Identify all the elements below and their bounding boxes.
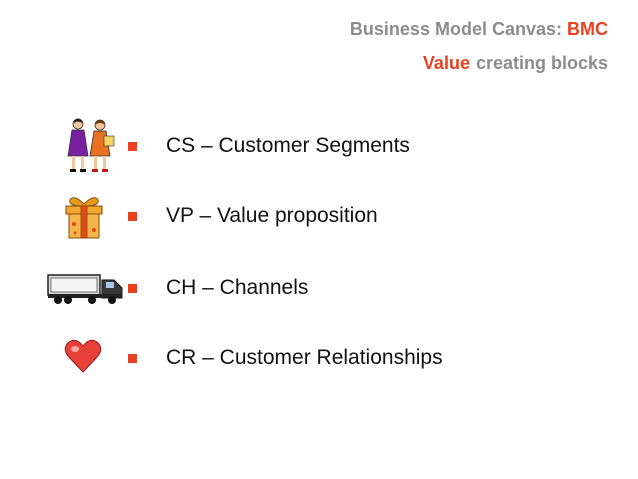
heart-icon — [64, 339, 102, 373]
slide-title: Business Model Canvas: BMC — [350, 18, 608, 40]
truck-icon — [47, 274, 123, 304]
block-label-cs: CS – Customer Segments — [166, 134, 410, 157]
gift-box-icon — [65, 197, 103, 239]
block-label-vp: VP – Value proposition — [166, 204, 378, 227]
block-row-ch: CH – Channels — [0, 258, 638, 318]
subtitle-accent: Value — [422, 53, 470, 73]
block-row-cs: CS – Customer Segments — [0, 116, 638, 176]
bullet-marker — [128, 354, 137, 363]
title-prefix: Business Model Canvas: — [349, 19, 562, 39]
block-row-vp: VP – Value proposition — [0, 186, 638, 246]
bullet-marker — [128, 212, 137, 221]
subtitle-rest: creating blocks — [475, 53, 608, 73]
bullet-marker — [128, 284, 137, 293]
customers-icon — [67, 118, 115, 172]
block-label-cr: CR – Customer Relationships — [166, 346, 443, 369]
title-accent: BMC — [567, 19, 608, 39]
block-row-cr: CR – Customer Relationships — [0, 328, 638, 388]
bullet-marker — [128, 142, 137, 151]
block-label-ch: CH – Channels — [166, 276, 309, 299]
